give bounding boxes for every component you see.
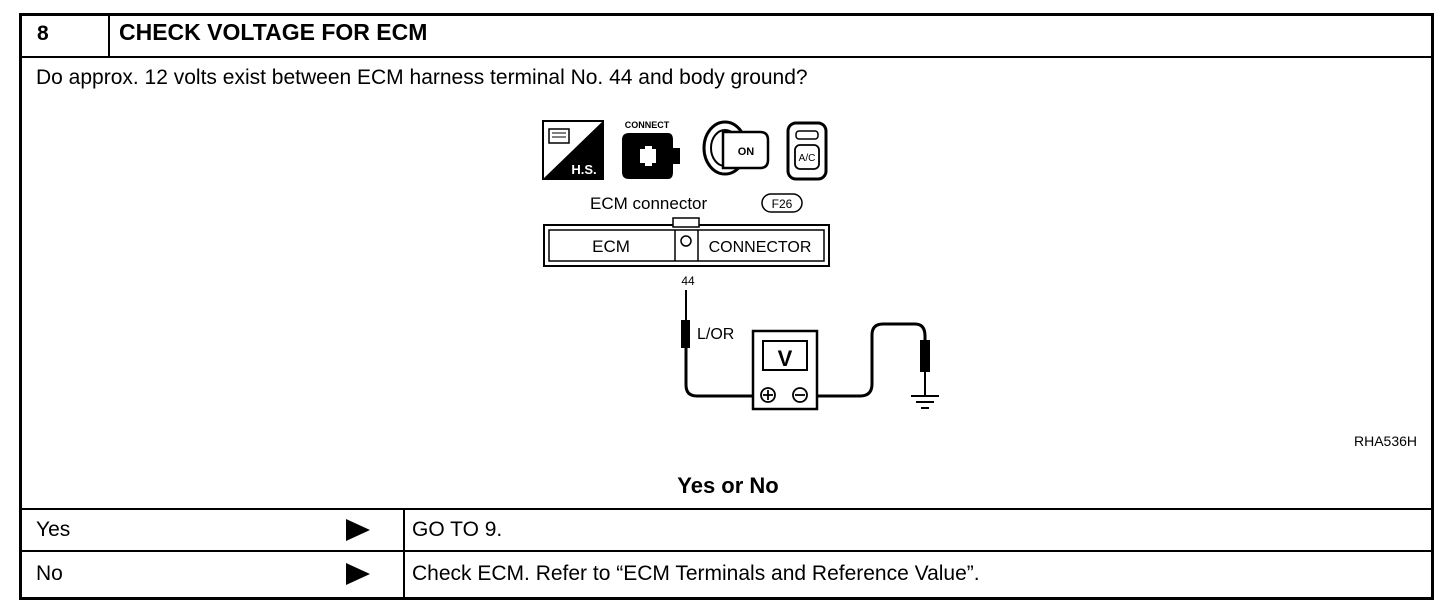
voltmeter: V (751, 329, 819, 411)
answer-yes: Yes (36, 518, 71, 541)
ac-switch-label: A/C (799, 153, 816, 164)
connector-code-badge: F26 (761, 193, 803, 213)
header-column-divider (108, 13, 110, 57)
no-arrow-icon (346, 563, 370, 585)
action-no: Check ECM. Refer to “ECM Terminals and R… (412, 562, 980, 585)
answer-no: No (36, 562, 63, 585)
ground-symbol (911, 395, 939, 409)
wire-color-label: L/OR (697, 326, 734, 343)
voltmeter-symbol: V (778, 346, 793, 371)
positive-probe (681, 290, 755, 398)
connector-left-label: ECM (592, 237, 630, 256)
hot-start-icon: H.S. (542, 120, 604, 180)
connect-icon-label: CONNECT (625, 120, 670, 130)
decision-prompt: Yes or No (677, 473, 779, 498)
hot-start-icon-label: H.S. (571, 162, 596, 177)
procedure-table (19, 13, 1434, 600)
figure-code: RHA536H (1354, 433, 1417, 449)
action-yes: GO TO 9. (412, 518, 503, 541)
ignition-on-label: ON (738, 146, 755, 158)
step-title: CHECK VOLTAGE FOR ECM (119, 19, 428, 45)
decision-divider-middle (19, 550, 1434, 552)
ac-switch-icon: A/C (786, 121, 828, 181)
ecm-connector-label: ECM connector (590, 194, 707, 213)
terminal-number: 44 (681, 274, 695, 288)
connect-icon: CONNECT (622, 120, 680, 179)
step-question: Do approx. 12 volts exist between ECM ha… (36, 66, 808, 89)
negative-lead (817, 322, 930, 398)
connector-code: F26 (772, 197, 793, 211)
ecm-connector: ECM CONNECTOR (543, 217, 830, 267)
decision-divider-top (19, 508, 1434, 510)
connector-right-label: CONNECTOR (709, 239, 812, 256)
step-number: 8 (37, 22, 49, 45)
header-divider (19, 56, 1434, 58)
yes-arrow-icon (346, 519, 370, 541)
ignition-on-icon: ON (702, 120, 770, 176)
decision-column-divider (403, 508, 405, 600)
